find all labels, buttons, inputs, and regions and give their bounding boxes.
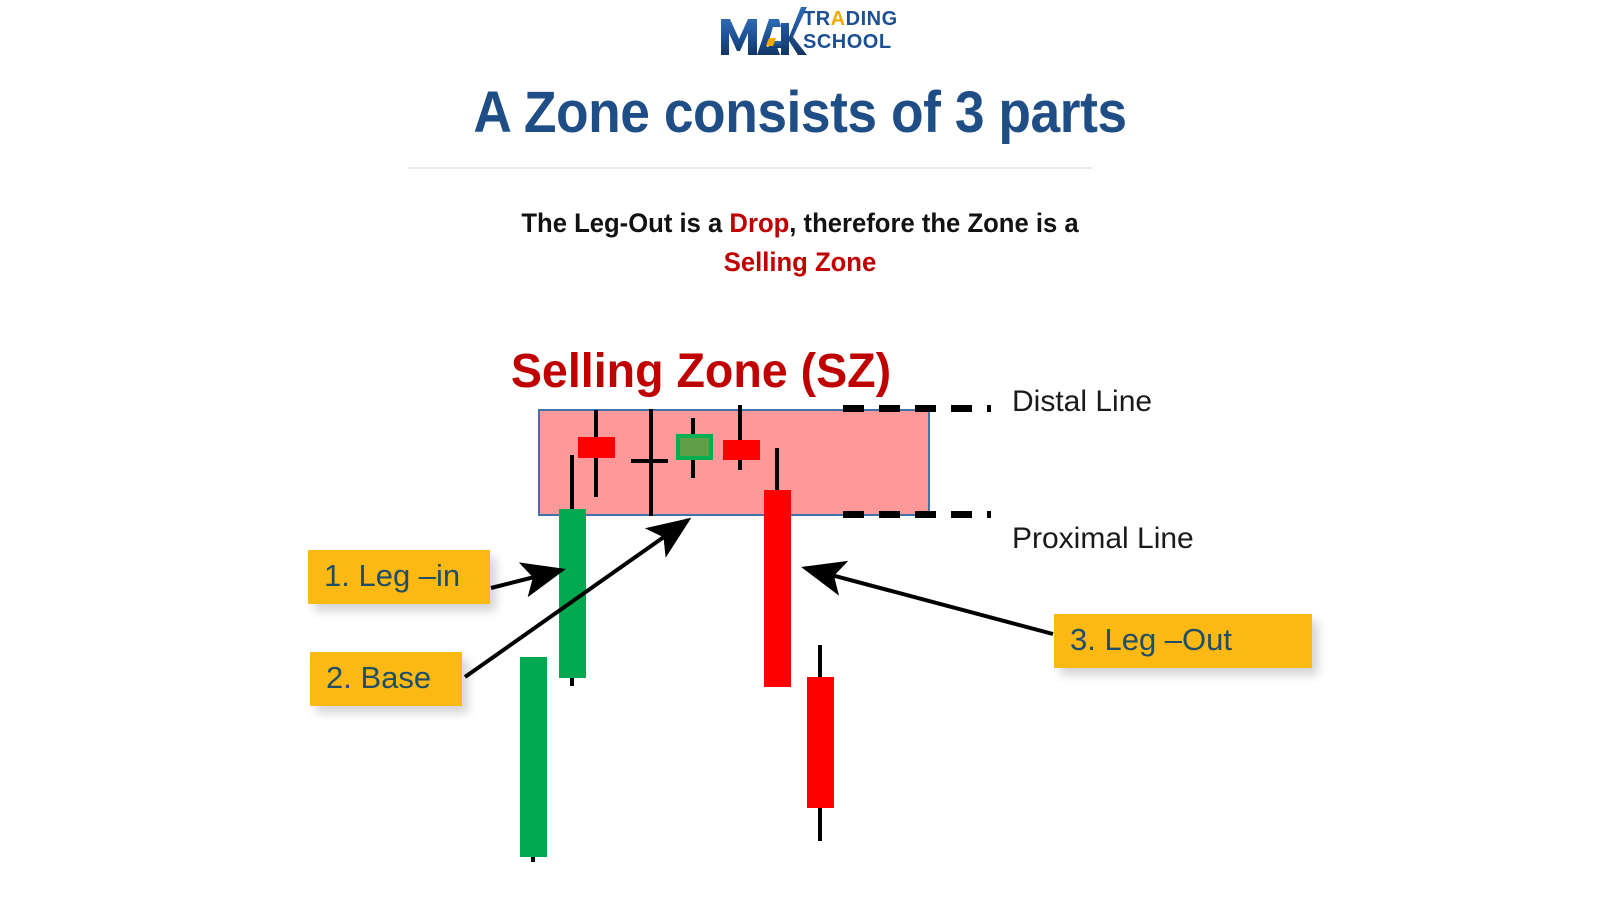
- selling-zone-rectangle: [538, 409, 930, 516]
- candle-body-bearish: [723, 440, 760, 460]
- candle-body-bullish: [520, 657, 547, 857]
- candle-body-bearish: [578, 437, 615, 458]
- gold-triangle-glyph: A: [830, 8, 846, 30]
- subtitle-emphasis-drop: Drop: [729, 208, 790, 238]
- mak-logomark-icon: [721, 7, 807, 55]
- candle-wick: [738, 405, 742, 470]
- candle-body-base: [676, 434, 713, 460]
- arrow-leg-out: [801, 560, 1054, 636]
- candle-body-bearish: [764, 490, 791, 687]
- proximal-line-dashes: [843, 511, 991, 518]
- candle-body-bearish: [807, 677, 834, 808]
- subtitle-emphasis-selling-zone: Selling Zone: [723, 247, 877, 277]
- proximal-line-label: Proximal Line: [1012, 522, 1194, 555]
- brand-logo: TRADING SCHOOL: [719, 5, 897, 57]
- arrow-leg-in: [490, 562, 566, 598]
- subtitle-part-1: The Leg-Out is a: [521, 208, 730, 238]
- logo-line-school: SCHOOL: [803, 31, 892, 53]
- candle-doji-cross: [631, 459, 668, 463]
- subtitle-part-2: , therefore the Zone is a: [789, 208, 1079, 238]
- callout-leg-out: 3. Leg –Out: [1054, 614, 1312, 668]
- candle-body-bullish: [559, 509, 586, 678]
- distal-line-dashes: [843, 405, 991, 412]
- logo-wordmark: TRADING SCHOOL: [803, 8, 898, 56]
- subtitle: The Leg-Out is a Drop, therefore the Zon…: [40, 204, 1560, 282]
- distal-line-label: Distal Line: [1012, 385, 1153, 418]
- logo-line-trading: TRADING: [803, 8, 898, 30]
- callout-leg-in: 1. Leg –in: [308, 550, 490, 604]
- page-title: A Zone consists of 3 parts: [473, 80, 1127, 145]
- title-divider: [408, 167, 1092, 169]
- callout-base: 2. Base: [310, 652, 462, 706]
- zone-heading: Selling Zone (SZ): [510, 345, 892, 398]
